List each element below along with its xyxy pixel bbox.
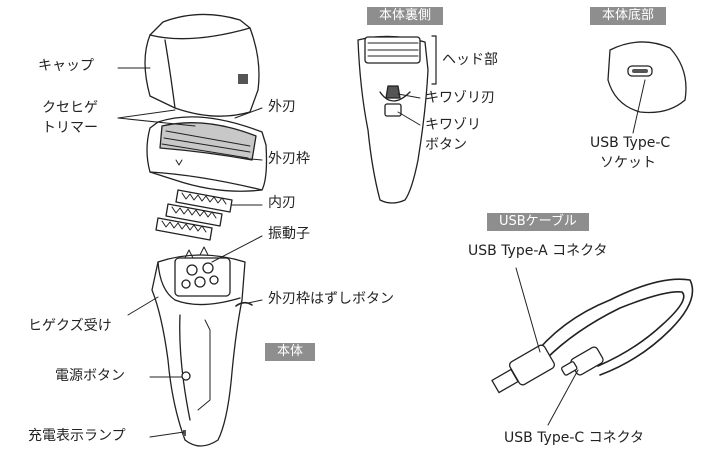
- label-cap: キャップ: [38, 58, 94, 74]
- label-usb-c-connector: USB Type-C コネクタ: [504, 430, 645, 446]
- label-kiwazori-blade: キワゾリ刃: [425, 90, 495, 106]
- inner-blades-illustration: [155, 189, 233, 241]
- body-bottom-illustration: [607, 41, 687, 134]
- label-frame-release-button: 外刃枠はずしボタン: [268, 291, 394, 307]
- label-beard-tray: ヒゲクズ受け: [28, 318, 112, 334]
- label-usb-c-socket-line2: ソケット: [600, 155, 656, 171]
- section-header-usb-cable: USBケーブル: [487, 213, 589, 231]
- section-header-body: 本体: [265, 343, 316, 361]
- section-header-body-back: 本体裏側: [367, 7, 444, 25]
- label-kuse-hige-trimmer-line2: トリマー: [42, 120, 98, 136]
- label-usb-a-connector: USB Type-A コネクタ: [468, 243, 608, 259]
- leader-lines: [117, 67, 579, 438]
- label-power-button: 電源ボタン: [55, 368, 125, 384]
- outer-blade-frame-illustration: [146, 116, 268, 192]
- label-head-part: ヘッド部: [442, 52, 498, 68]
- cap-illustration: [144, 13, 260, 117]
- label-kiwazori-button-line2: ボタン: [425, 137, 467, 153]
- label-kuse-hige-trimmer-line1: クセヒゲ: [42, 100, 98, 116]
- label-inner-blade: 内刃: [268, 195, 296, 211]
- main-body-illustration: [151, 246, 253, 447]
- label-charge-lamp: 充電表示ランプ: [28, 428, 126, 444]
- label-kiwazori-button-line1: キワゾリ: [425, 117, 481, 133]
- label-outer-blade-frame: 外刃枠: [268, 151, 310, 167]
- label-vibrator: 振動子: [268, 226, 310, 242]
- body-back-illustration: [357, 35, 437, 204]
- usb-cable-illustration: [491, 278, 694, 394]
- label-usb-c-socket-line1: USB Type-C: [590, 135, 671, 151]
- label-outer-blade: 外刃: [268, 99, 296, 115]
- section-header-body-bottom: 本体底部: [590, 7, 667, 25]
